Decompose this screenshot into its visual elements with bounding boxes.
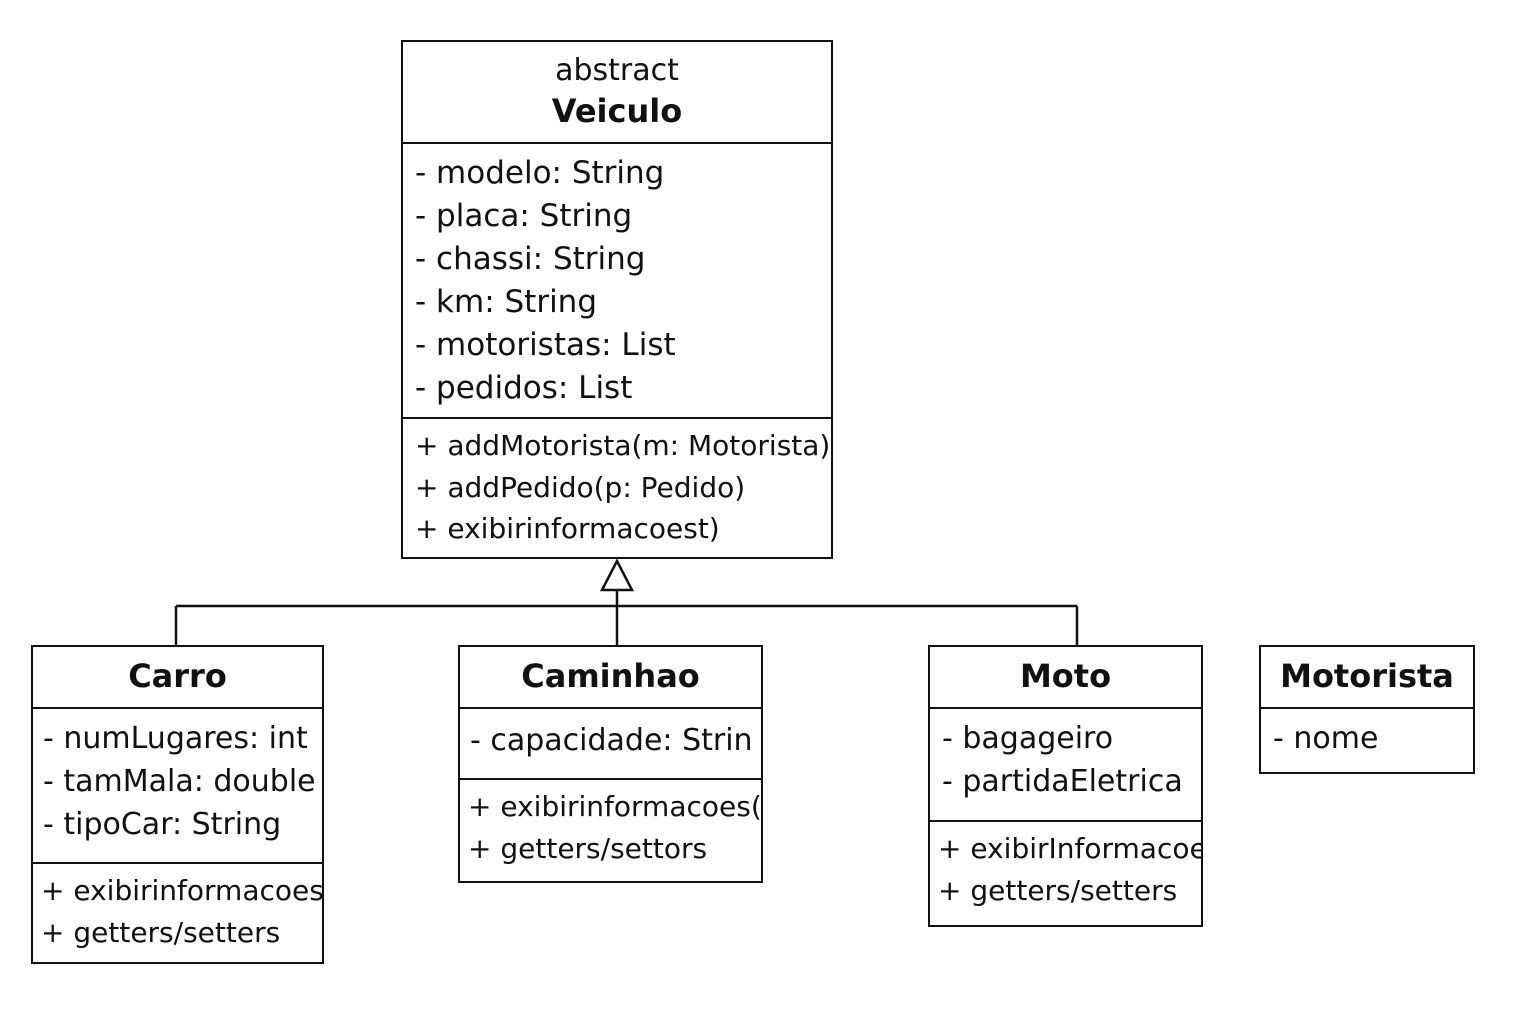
attribute: - bagageiro (942, 721, 1114, 756)
class-header: Caminhao (460, 647, 761, 709)
class-header: abstract Veiculo (403, 42, 831, 144)
attribute: - partidaEletrica (942, 764, 1183, 799)
attribute: - pedidos: List (415, 370, 633, 406)
class-caminhao[interactable]: Caminhao - capacidade: Strin + exibirinf… (458, 645, 763, 883)
class-name: Motorista (1280, 657, 1454, 695)
attribute: - km: String (415, 284, 598, 320)
generalization-arrowhead (599, 558, 635, 592)
class-header: Moto (930, 647, 1201, 709)
class-stereotype: abstract (555, 53, 679, 88)
operations-section: + exibirinformacoes( + getters/settors (460, 778, 761, 870)
class-veiculo[interactable]: abstract Veiculo - modelo: String - plac… (401, 40, 833, 559)
attribute: - nome (1273, 721, 1379, 756)
attribute: - numLugares: int (43, 721, 308, 756)
operation: + addMotorista(m: Motorista) (415, 429, 831, 462)
attribute: - motoristas: List (415, 327, 676, 363)
operations-section: + exibirinformacoes + getters/setters (33, 862, 322, 954)
attributes-section: - nome (1261, 709, 1473, 760)
operation: + exibirInformacoe (938, 832, 1201, 865)
class-name: Veiculo (551, 92, 683, 130)
operation: + addPedido(p: Pedido) (415, 470, 746, 504)
class-name: Carro (128, 657, 227, 695)
class-motorista[interactable]: Motorista - nome (1259, 645, 1475, 774)
operation: + exibirinformacoes( (468, 790, 761, 823)
attribute: - chassi: String (415, 241, 646, 277)
operation: + exibirinformacoest) (415, 512, 720, 545)
operations-section: + exibirInformacoe + getters/setters (930, 820, 1201, 912)
operation: + getters/setters (938, 874, 1178, 907)
attribute: - tipoCar: String (43, 807, 282, 842)
operations-section: + addMotorista(m: Motorista) + addPedido… (403, 417, 831, 550)
operation: + getters/setters (41, 916, 281, 949)
operation: + getters/settors (468, 832, 708, 865)
attributes-section: - modelo: String - placa: String - chass… (403, 144, 831, 417)
attribute: - placa: String (415, 198, 633, 234)
attribute: - modelo: String (415, 155, 665, 191)
attributes-section: - capacidade: Strin (460, 709, 761, 778)
attributes-section: - numLugares: int - tamMala: double - ti… (33, 709, 322, 862)
class-header: Motorista (1261, 647, 1473, 709)
class-carro[interactable]: Carro - numLugares: int - tamMala: doubl… (31, 645, 324, 964)
attribute: - tamMala: double (43, 764, 316, 799)
class-header: Carro (33, 647, 322, 709)
attribute: - capacidade: Strin (470, 723, 753, 758)
class-name: Moto (1019, 657, 1112, 695)
class-moto[interactable]: Moto - bagageiro - partidaEletrica + exi… (928, 645, 1203, 927)
attributes-section: - bagageiro - partidaEletrica (930, 709, 1201, 820)
operation: + exibirinformacoes (41, 874, 322, 907)
class-name: Caminhao (521, 657, 700, 695)
